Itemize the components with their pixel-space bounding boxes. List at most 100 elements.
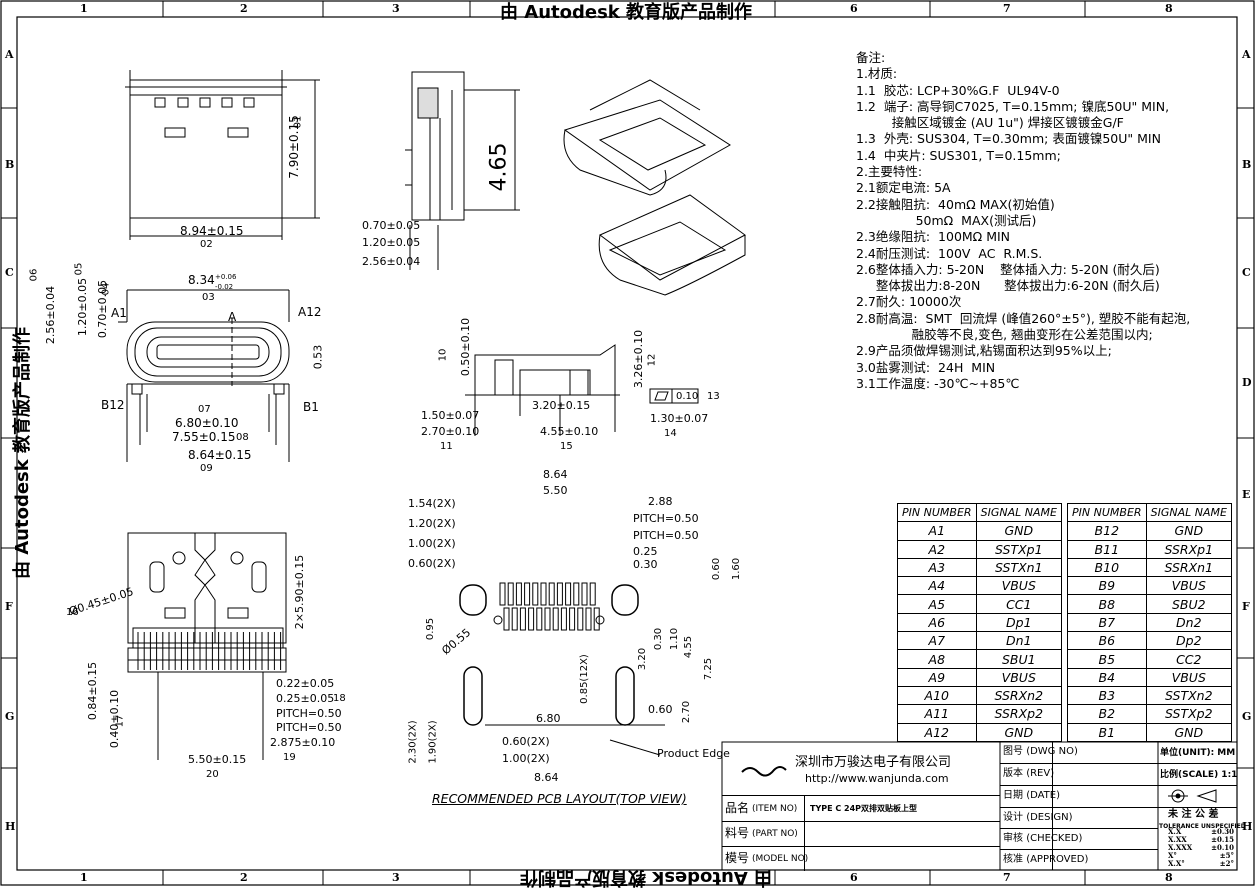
dim-side-2-56: 2.56±0.04 (362, 255, 421, 268)
col-label-8-bottom: 8 (1165, 871, 1173, 884)
dim-3-26: 3.26±0.10 (632, 329, 646, 389)
design-label: 设计 (1003, 812, 1023, 823)
pin-number: B8 (1067, 594, 1147, 614)
tolerance-format: X.XXX (1168, 843, 1193, 852)
callout-14: 14 (664, 428, 677, 439)
dim-2-56: 2.56±0.04 (44, 285, 58, 345)
front-view (118, 289, 290, 462)
signal-name: SSRXn1 (1145, 557, 1233, 578)
callout-03: 03 (202, 292, 215, 303)
title-right-block: 单位(UNIT): MM 比例(SCALE) 1:1 未 注 公 差 TOLER… (1158, 742, 1246, 870)
pcb-dim-1-10: 1.10 (669, 627, 681, 651)
tolerance-sub: TOLERANCE UNSPECIFIED (1159, 823, 1246, 830)
tolerance-row: X.XXX ±0.10 (1168, 844, 1234, 852)
pcb-pitch-2: PITCH=0.50 (633, 529, 699, 542)
pcb-pad-row2 (528, 607, 535, 631)
note-line: 融胶等不良,变色, 翘曲变形在公差范围以内; (856, 327, 1153, 343)
label-a1: A1 (111, 306, 127, 320)
tolerance-row: X.X°±2° (1168, 860, 1234, 868)
pcb-dim-2-88: 2.88 (648, 495, 673, 508)
pcb-dim-0-60-2x: 0.60(2X) (502, 735, 550, 748)
label-b12: B12 (101, 398, 125, 412)
tolerance-value: ±0.10 (1211, 843, 1234, 852)
dim-1-50: 1.50±0.07 (421, 409, 480, 422)
signal-name: SBU1 (975, 649, 1063, 669)
row-label-h: H (5, 820, 16, 833)
callout-04: 04 (100, 282, 112, 296)
model-no-en: (MODEL NO) (752, 854, 809, 864)
tolerance-title: 未 注 公 差 (1168, 809, 1219, 820)
tolerance-row: X°±5° (1168, 852, 1234, 860)
callout-16: 16 (66, 607, 79, 618)
dim-3-20: 3.20±0.15 (532, 399, 591, 412)
pcb-dim-1-90: 1.90(2X) (427, 720, 439, 764)
pin-number: A3 (897, 557, 977, 578)
pcb-pad-row1 (573, 582, 580, 606)
watermark-left: 由 Autodesk 教育版产品制作 (12, 326, 34, 580)
pin-number: B4 (1067, 667, 1147, 687)
pcb-dim-0-60-right: 0.60 (711, 557, 723, 581)
callout-11: 11 (440, 441, 453, 452)
col-label-2-bottom: 2 (240, 871, 248, 884)
unit-label: 单位 (1160, 748, 1179, 758)
callout-19: 19 (283, 752, 296, 763)
pcb-pad-row1 (565, 582, 572, 606)
callout-02: 02 (200, 239, 213, 250)
callout-20: 20 (206, 769, 219, 780)
pcb-dim-0-60: 0.60(2X) (408, 557, 456, 570)
note-line: 2.3绝缘阻抗: 100MΩ MIN (856, 229, 1011, 245)
pcb-pad-row1 (548, 582, 555, 606)
pcb-pad-row1 (515, 582, 522, 606)
pin-number: B3 (1067, 685, 1147, 706)
pin-number: A1 (897, 521, 977, 541)
note-line: 1.3 外壳: SUS304, T=0.30mm; 表面镀镍50U" MIN (856, 131, 1161, 147)
dim-8-94: 8.94±0.15 (180, 224, 244, 238)
dim-2-875: 2.875±0.10 (270, 736, 336, 749)
top-view (125, 70, 320, 240)
dwg-label: 图号 (1003, 746, 1023, 757)
callout-01: 01 (292, 115, 304, 129)
tolerance-format: X.X° (1168, 859, 1185, 868)
note-line: 1.2 端子: 高导铜C7025, T=0.15mm; 镍底50U" MIN, (856, 98, 1170, 114)
callout-09: 09 (200, 463, 213, 474)
signal-name: SSTXp2 (1145, 704, 1233, 724)
tolerance-value: ±0.30 (1211, 827, 1234, 836)
pin-number: A2 (897, 539, 977, 559)
side-profile-view (465, 344, 699, 436)
pin-table-a-header-pin: PIN NUMBER (897, 502, 977, 523)
pcb-pad-row2 (569, 607, 576, 631)
callout-08: 08 (236, 432, 249, 443)
tolerance-format: X.XX (1168, 835, 1187, 844)
signal-name: GND (1145, 521, 1233, 541)
pcb-pad-row1 (589, 582, 596, 606)
pcb-dim-1-20: 1.20(2X) (408, 517, 456, 530)
pin-number: A12 (897, 722, 977, 742)
row-label-b-right: B (1242, 158, 1252, 171)
row-label-d-right: D (1242, 376, 1252, 389)
row-label-e-right: E (1242, 488, 1251, 501)
scale-label: 比例 (1160, 770, 1179, 780)
pcb-dim-0-25: 0.25 (633, 545, 658, 558)
dim-8-34-tol-dn: -0.02 (215, 283, 234, 291)
callout-18: 18 (333, 693, 346, 704)
pcb-dim-1-00: 1.00(2X) (408, 537, 456, 550)
pitch-050-b: PITCH=0.50 (276, 721, 342, 734)
dim-6-80: 6.80±0.10 (175, 416, 239, 430)
pin-number: A10 (897, 685, 977, 706)
tolerance-row: X.XX±0.15 (1168, 836, 1234, 844)
dim-0-22: 0.22±0.05 (276, 677, 335, 690)
signal-name: CC1 (975, 594, 1063, 614)
dim-8-34: 8.34 (188, 273, 215, 287)
